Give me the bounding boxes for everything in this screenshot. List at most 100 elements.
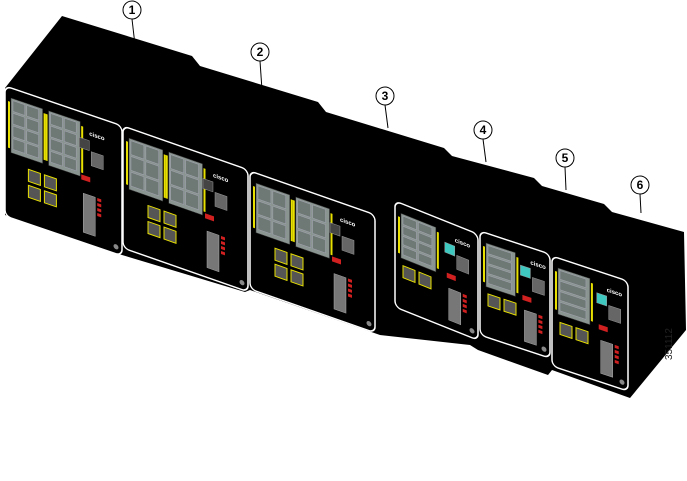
cisco-logo: cisco (607, 287, 623, 299)
callout-number: 6 (637, 178, 644, 192)
ground-screw-icon (619, 379, 625, 385)
callout-number: 3 (382, 89, 389, 103)
ethernet-port (12, 100, 25, 116)
ethernet-port (12, 138, 25, 154)
port-marker (81, 125, 84, 174)
ethernet-port (257, 200, 272, 219)
alarm-label (332, 256, 341, 265)
ethernet-port (487, 255, 512, 272)
console-port (202, 178, 214, 193)
callout-leader-line (482, 138, 487, 163)
sfp-port (575, 327, 589, 345)
ethernet-port (26, 117, 39, 133)
callout-circle (630, 175, 650, 195)
status-led (614, 349, 619, 355)
status-led (221, 240, 225, 246)
ethernet-port (418, 252, 433, 267)
ground-screw-icon (239, 280, 245, 286)
status-led (462, 298, 467, 304)
ethernet-port (559, 291, 587, 310)
ethernet-port (297, 199, 311, 218)
console-port (520, 264, 531, 279)
status-led (221, 235, 225, 241)
sfp-port (27, 168, 41, 187)
callout-number: 1 (129, 3, 136, 17)
sfp-port (43, 174, 57, 192)
ethernet-port (418, 222, 433, 237)
port-marker (555, 270, 557, 310)
ethernet-port (559, 302, 587, 320)
power-connector (448, 287, 462, 326)
status-led (348, 283, 352, 288)
ethernet-port (130, 156, 145, 176)
ethernet-port (130, 140, 145, 160)
callout-number: 5 (562, 151, 569, 165)
status-led (614, 359, 619, 365)
sfp-port (43, 190, 57, 208)
status-led (614, 354, 619, 360)
sfp-port (163, 210, 177, 228)
ethernet-port (145, 161, 159, 181)
ethernet-port (185, 159, 199, 179)
ethernet-port (272, 190, 286, 209)
power-connector (82, 192, 96, 237)
alarm-label (522, 294, 532, 303)
status-led (348, 293, 352, 298)
status-led (538, 324, 543, 330)
status-led (348, 278, 352, 283)
sfp-port (274, 247, 288, 266)
port-marker (8, 101, 10, 149)
ethernet-port (487, 245, 512, 262)
sfp-port (402, 264, 416, 284)
ethernet-port (170, 154, 184, 174)
alarm-label (81, 174, 91, 183)
ethernet-port (12, 113, 25, 129)
cisco-logo: cisco (530, 259, 546, 271)
status-led (462, 308, 467, 314)
ethernet-port (145, 177, 159, 197)
ethernet-port (12, 125, 25, 141)
ethernet-port (185, 191, 199, 210)
usb-connector (456, 255, 470, 275)
sfp-port (147, 204, 161, 223)
ethernet-port (26, 143, 39, 159)
ethernet-port (418, 242, 433, 257)
ethernet-port (418, 232, 433, 247)
usb-connector (532, 277, 545, 296)
ethernet-port (402, 226, 417, 241)
usb-connector (608, 305, 621, 324)
sfp-port (290, 269, 304, 287)
usb-connector (90, 151, 104, 171)
ethernet-port (185, 175, 199, 195)
ethernet-port (170, 170, 184, 189)
port-marker (292, 199, 295, 243)
sfp-port (274, 263, 288, 282)
port-marker (483, 245, 485, 283)
callout-number: 4 (480, 123, 487, 137)
usb-connector (214, 192, 228, 211)
power-connector (333, 273, 347, 314)
port-marker (126, 141, 128, 185)
callout-4: 4 (473, 120, 493, 163)
console-port (596, 292, 607, 307)
port-marker (290, 199, 293, 242)
ethernet-port (50, 151, 63, 167)
port-marker (43, 113, 46, 161)
ethernet-port (257, 185, 272, 204)
callout-6: 6 (630, 175, 650, 214)
ground-screw-icon (469, 328, 475, 334)
usb-connector (341, 235, 355, 255)
ground-screw-icon (113, 244, 119, 250)
ethernet-port (170, 185, 184, 205)
ethernet-port (312, 204, 326, 223)
status-led (97, 212, 102, 218)
callout-circle (375, 86, 395, 106)
power-connector (600, 339, 613, 378)
ethernet-port (64, 117, 77, 134)
port-marker (398, 216, 400, 254)
sfp-port (559, 321, 573, 340)
callout-circle (473, 120, 493, 140)
ethernet-port (402, 215, 417, 230)
ethernet-port (64, 143, 77, 159)
